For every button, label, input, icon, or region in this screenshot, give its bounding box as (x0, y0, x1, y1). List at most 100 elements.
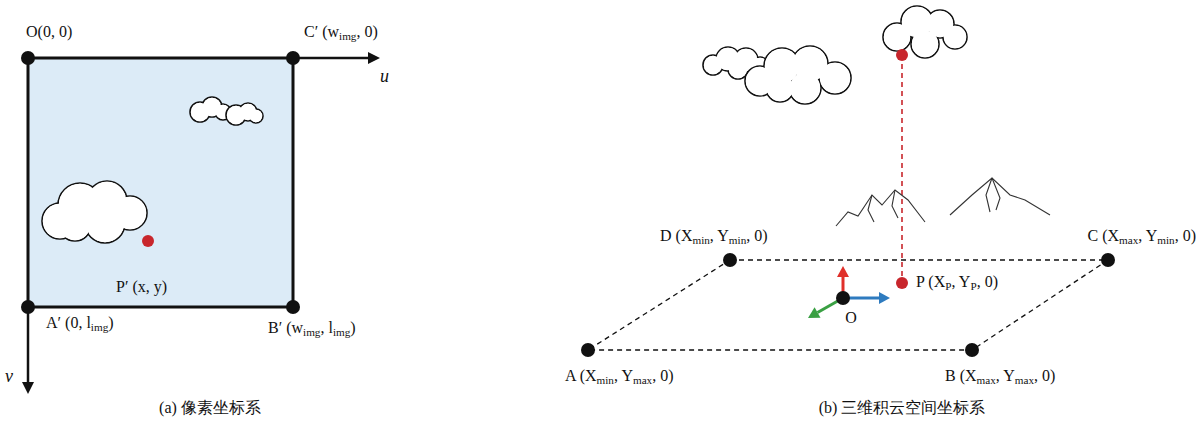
text-run: (b) 三维积云空间坐标系 (819, 399, 986, 416)
image-plane (28, 58, 293, 307)
text-run: O (845, 309, 857, 326)
text-run: w (328, 23, 340, 40)
text-run: , (951, 273, 958, 290)
caption: (b) 三维积云空间坐标系 (819, 398, 986, 417)
text-run: C′ ( (304, 23, 328, 40)
cloud-fill (820, 63, 850, 93)
subscript: P (945, 280, 951, 292)
subscript: max (1119, 234, 1138, 246)
y-axis-head (808, 307, 821, 318)
text-run: Y (621, 367, 633, 384)
subscript: max (1015, 374, 1034, 386)
cloud-shape (42, 181, 147, 243)
mountain-line (868, 195, 874, 222)
cloud-fill (790, 73, 820, 103)
text-run: , 0) (1034, 367, 1055, 384)
corner-point (21, 51, 35, 65)
text-run: u (380, 66, 389, 86)
text-run: , 0) (356, 23, 377, 40)
corner-point (723, 253, 737, 267)
u-axis-head (368, 52, 380, 64)
text-run: X (965, 367, 977, 384)
projection-line (901, 55, 903, 283)
cloud-fill (912, 31, 938, 57)
subscript: min (729, 234, 746, 246)
subscript: P (970, 280, 976, 292)
point-label: P (XP, YP, 0) (916, 272, 998, 291)
text-run: , 0) (977, 273, 998, 290)
text-run: l (328, 319, 332, 336)
text-run: O(0, 0) (26, 23, 72, 40)
text-run: Y (959, 273, 971, 290)
cloud-fill (60, 210, 90, 240)
subscript: max (633, 374, 652, 386)
text-run: (a) 像素坐标系 (159, 399, 261, 416)
cloud-fill (944, 26, 966, 48)
coordinate-label: C (Xmax, Ymin, 0) (1087, 226, 1196, 245)
coordinate-label: B′ (wimg, limg) (268, 318, 356, 337)
text-run: Y (717, 227, 729, 244)
text-run: , 0) (1175, 227, 1196, 244)
coordinate-label: C′ (wimg, 0) (304, 22, 378, 41)
text-run: P′ (x, y) (116, 278, 167, 295)
text-run: ) (350, 319, 355, 336)
node-outline (588, 260, 1108, 350)
x-axis-head (879, 292, 890, 304)
cloud-fill (86, 204, 124, 242)
mountain-line (992, 178, 1000, 210)
text-run: Y (1146, 227, 1158, 244)
subscript: min (597, 374, 614, 386)
corner-point (965, 343, 979, 357)
u-axis-line (293, 57, 368, 60)
text-run: A ( (565, 367, 585, 384)
subscript: img (91, 321, 108, 333)
pixel-plane: P′ (x, y) (28, 58, 293, 307)
text-run: v (5, 366, 13, 386)
subscript: img (339, 30, 356, 42)
cloud-fill (729, 60, 747, 78)
coordinate-label: B (Xmax, Ymax, 0) (945, 366, 1055, 385)
cloud-shape (883, 6, 967, 58)
text-run: , (710, 227, 717, 244)
point-label: O (845, 308, 857, 327)
text-run: X (934, 273, 946, 290)
coordinate-label: D (Xmin, Ymin, 0) (660, 226, 768, 245)
text-run: X (681, 227, 693, 244)
coordinate-label: v (5, 366, 13, 388)
corner-point (1101, 253, 1115, 267)
text-run: l (86, 314, 90, 331)
text-run: D ( (660, 227, 681, 244)
corner-point (286, 300, 300, 314)
point-label: P′ (x, y) (116, 277, 167, 296)
text-run: P ( (916, 273, 934, 290)
subscript: min (1157, 234, 1174, 246)
mountain-line (986, 178, 992, 212)
text-run: C ( (1087, 227, 1107, 244)
text-run: X (1107, 227, 1119, 244)
text-run: , 0) (652, 367, 673, 384)
text-run: , 0) (746, 227, 767, 244)
text-run: , (1138, 227, 1145, 244)
text-run: A′ (0, (46, 314, 86, 331)
corner-point (581, 343, 595, 357)
text-run: ) (108, 314, 113, 331)
plane-border (28, 58, 293, 307)
coordinate-label: O(0, 0) (26, 22, 72, 41)
origin-point (836, 291, 850, 305)
cloud-shape (226, 103, 263, 125)
text-run: B′ ( (268, 319, 292, 336)
corner-point (21, 300, 35, 314)
cloud-shape (745, 46, 851, 104)
ground-plane: OP (XP, YP, 0) (588, 260, 1108, 350)
subscript: img (333, 326, 350, 338)
text-run: X (585, 367, 597, 384)
coordinate-label: A′ (0, limg) (46, 313, 114, 332)
cloud-fill (767, 75, 793, 101)
plane-border (588, 260, 1108, 350)
subscript: img (303, 326, 320, 338)
coordinate-label: A (Xmin, Ymax, 0) (565, 366, 674, 385)
text-run: , (614, 367, 621, 384)
pixel-point (142, 235, 154, 247)
